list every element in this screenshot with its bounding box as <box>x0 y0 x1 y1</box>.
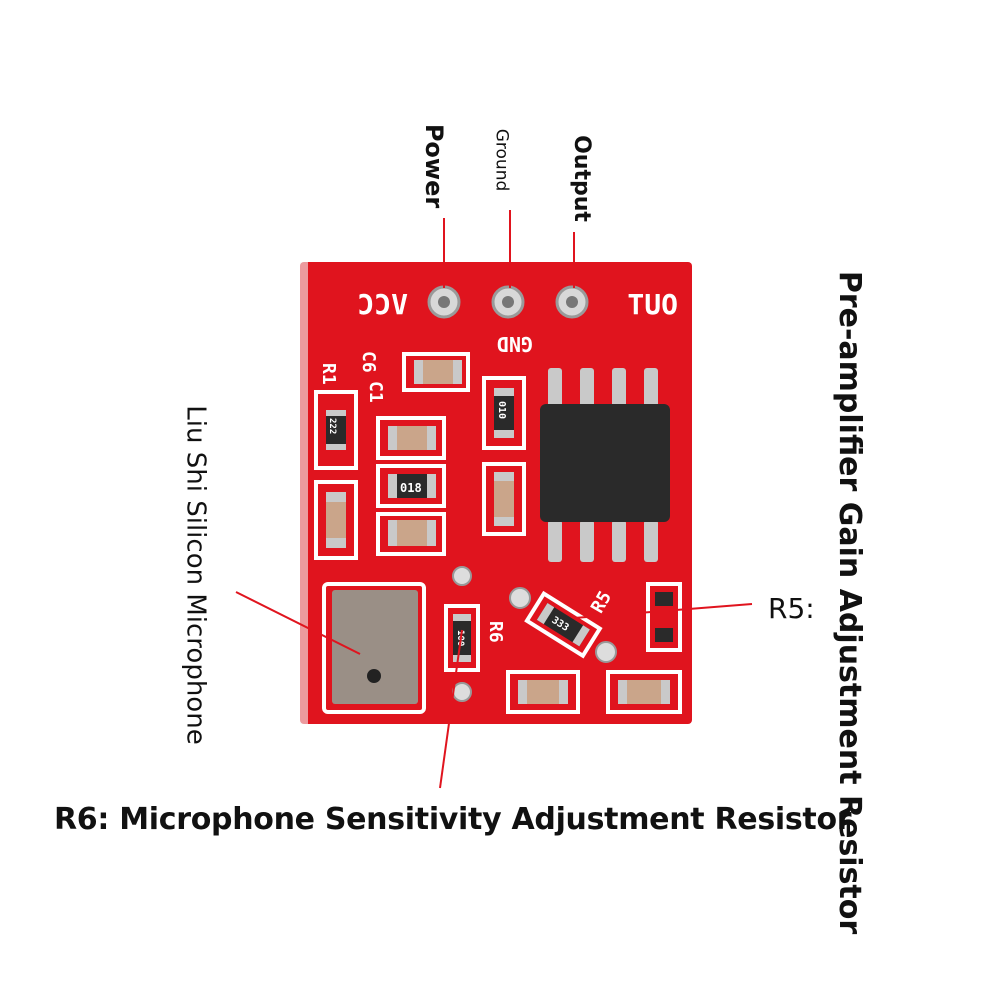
capacitor-c6 <box>402 352 470 392</box>
svg-text:010: 010 <box>496 401 507 419</box>
label-r5: R5: <box>768 592 815 625</box>
capacitor-c1 <box>376 416 446 460</box>
capacitor-lower <box>376 512 446 556</box>
resistor-018: 018 <box>376 464 446 508</box>
capacitor-left <box>314 480 358 560</box>
resistor-010: 010 <box>482 376 526 450</box>
leader-r5 <box>573 603 753 619</box>
label-silicon-microphone: Liu Shi Silicon Microphone <box>180 405 211 745</box>
silk-vcc: VCC <box>357 288 408 321</box>
leader-r6 <box>439 629 463 789</box>
capacitor-bottom-mid <box>506 670 580 714</box>
label-output: Output <box>568 135 594 222</box>
capacitor-right-top <box>646 582 682 652</box>
svg-text:018: 018 <box>400 481 422 495</box>
resistor-r1: 222 <box>314 390 358 470</box>
leader-microphone <box>235 591 361 655</box>
pin-out-hole <box>555 285 589 319</box>
capacitor-bottom-right <box>606 670 682 714</box>
label-ground: Ground <box>491 128 512 192</box>
silk-r6: R6 <box>485 621 506 643</box>
silk-c6: C6 <box>358 351 379 373</box>
pin-vcc-hole <box>427 285 461 319</box>
ic-chip <box>540 368 670 562</box>
silicon-microphone <box>322 582 426 714</box>
svg-text:222: 222 <box>327 418 337 434</box>
silk-c1: C1 <box>365 381 386 403</box>
silk-r1: R1 <box>318 363 339 385</box>
resistor-r5: 333 <box>509 587 617 663</box>
capacitor-gain <box>482 462 526 536</box>
label-power: Power <box>420 123 449 209</box>
silk-gnd: GND <box>497 332 533 356</box>
pin-gnd-hole <box>491 285 525 319</box>
silk-out: OUT <box>627 288 678 321</box>
label-r6-sensitivity-resistor: R6: Microphone Sensitivity Adjustment Re… <box>54 802 852 837</box>
